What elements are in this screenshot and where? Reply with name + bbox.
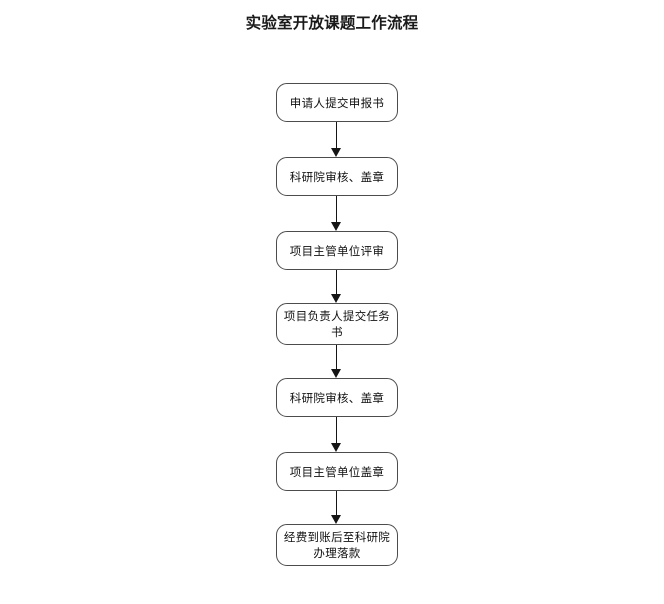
- connector-line: [336, 417, 338, 445]
- connector-line: [336, 196, 338, 224]
- down-arrow-icon: [331, 369, 341, 378]
- flow-node-label: 经费到账后至科研院 办理落款: [283, 530, 391, 560]
- flow-node-research-office-review-seal-2[interactable]: 科研院审核、盖章: [276, 378, 398, 417]
- flow-node-supervising-unit-evaluation[interactable]: 项目主管单位评审: [276, 231, 398, 270]
- flow-connector-4: [276, 345, 398, 378]
- flow-sequence: 申请人提交申报书 科研院审核、盖章 项目主管单位评审 项目负责人提交任务 书: [276, 83, 398, 566]
- flow-node-leader-submit-task-book[interactable]: 项目负责人提交任务 书: [276, 303, 398, 345]
- flow-node-submit-application[interactable]: 申请人提交申报书: [276, 83, 398, 122]
- down-arrow-icon: [331, 222, 341, 231]
- flow-node-research-office-review-seal-1[interactable]: 科研院审核、盖章: [276, 157, 398, 196]
- connector-line: [336, 345, 338, 371]
- flow-connector-2: [276, 196, 398, 231]
- flow-connector-1: [276, 122, 398, 157]
- flow-node-funds-arrival-closing[interactable]: 经费到账后至科研院 办理落款: [276, 524, 398, 566]
- flow-node-label: 申请人提交申报书: [289, 95, 385, 110]
- down-arrow-icon: [331, 294, 341, 303]
- flow-node-label: 项目主管单位评审: [289, 243, 385, 258]
- down-arrow-icon: [331, 148, 341, 157]
- flow-node-supervising-unit-seal[interactable]: 项目主管单位盖章: [276, 452, 398, 491]
- down-arrow-icon: [331, 515, 341, 524]
- connector-line: [336, 122, 338, 150]
- connector-line: [336, 491, 338, 517]
- flow-connector-5: [276, 417, 398, 452]
- flow-node-label: 科研院审核、盖章: [289, 169, 385, 184]
- flow-connector-3: [276, 270, 398, 303]
- flow-node-label: 项目负责人提交任务 书: [283, 309, 391, 339]
- flow-node-label: 项目主管单位盖章: [289, 464, 385, 479]
- down-arrow-icon: [331, 443, 341, 452]
- connector-line: [336, 270, 338, 296]
- page-title: 实验室开放课题工作流程: [245, 14, 419, 32]
- flow-node-label: 科研院审核、盖章: [289, 390, 385, 405]
- flow-connector-6: [276, 491, 398, 524]
